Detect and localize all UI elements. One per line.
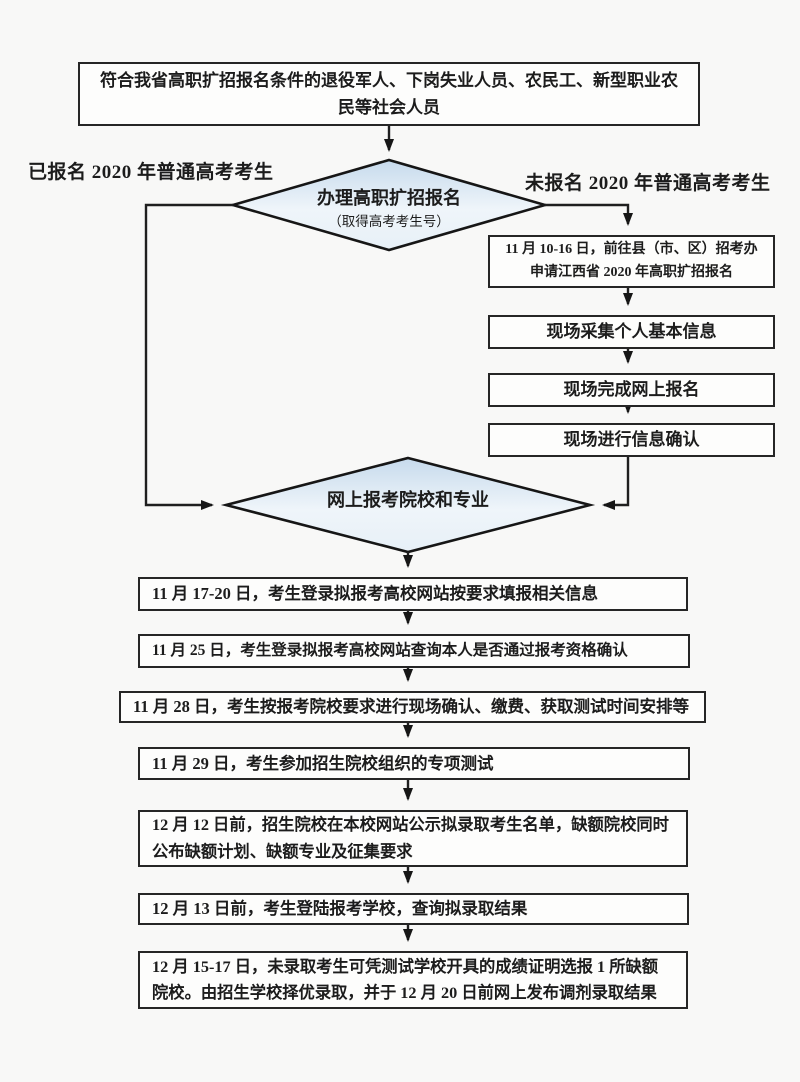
rbox4-text: 现场进行信息确认 bbox=[563, 429, 700, 449]
step3-text: 11 月 28 日，考生按报考院校要求进行现场确认、缴费、获取测试时间安排等 bbox=[133, 697, 689, 717]
node-step-adjustment-admission-dec15-17: 12 月 15-17 日，未录取考生可凭测试学校开具的成绩证明选报 1 所缺额院… bbox=[138, 951, 688, 1009]
node-step-check-qualification-nov25: 11 月 25 日，考生登录拟报考高校网站查询本人是否通过报考资格确认 bbox=[138, 634, 690, 668]
decision1-title: 办理高职扩招报名 bbox=[317, 188, 461, 208]
node-onsite-collect-info: 现场采集个人基本信息 bbox=[488, 315, 775, 349]
node-step-special-test-nov29: 11 月 29 日，考生参加招生院校组织的专项测试 bbox=[138, 747, 690, 780]
arrow-right-branch-to-box1 bbox=[545, 203, 633, 226]
node-apply-at-admission-office: 11 月 10-16 日，前往县（市、区）招考办申请江西省 2020 年高职扩招… bbox=[488, 235, 775, 288]
step2-text: 11 月 25 日，考生登录拟报考高校网站查询本人是否通过报考资格确认 bbox=[152, 641, 628, 659]
arrow-left-branch-to-decision2 bbox=[144, 203, 233, 510]
start-box-text: 符合我省高职扩招报名条件的退役军人、下岗失业人员、农民工、新型职业农民等社会人员 bbox=[100, 70, 678, 117]
decision1-subtitle: （取得高考考生号） bbox=[328, 214, 450, 229]
step4-text: 11 月 29 日，考生参加招生院校组织的专项测试 bbox=[152, 753, 494, 773]
step5-text: 12 月 12 日前，招生院校在本校网站公示拟录取考生名单，缺额院校同时公布缺额… bbox=[152, 815, 669, 861]
step6-text: 12 月 13 日前，考生登陆报考学校，查询拟录取结果 bbox=[152, 899, 528, 919]
decision1-diamond bbox=[228, 158, 550, 252]
node-step-fill-info-nov17-20: 11 月 17-20 日，考生登录拟报考高校网站按要求填报相关信息 bbox=[138, 577, 688, 611]
step1-text: 11 月 17-20 日，考生登录拟报考高校网站按要求填报相关信息 bbox=[152, 584, 598, 604]
node-onsite-online-registration: 现场完成网上报名 bbox=[488, 373, 775, 407]
arrow-rbox4-to-decision2 bbox=[602, 457, 630, 510]
rbox2-text: 现场采集个人基本信息 bbox=[546, 321, 717, 341]
node-step-check-result-dec13: 12 月 13 日前，考生登陆报考学校，查询拟录取结果 bbox=[138, 893, 689, 925]
node-step-publish-admission-list-dec12: 12 月 12 日前，招生院校在本校网站公示拟录取考生名单，缺额院校同时公布缺额… bbox=[138, 810, 688, 867]
node-start-eligible-people: 符合我省高职扩招报名条件的退役军人、下岗失业人员、农民工、新型职业农民等社会人员 bbox=[78, 62, 700, 126]
rbox3-text: 现场完成网上报名 bbox=[563, 379, 700, 399]
decision2-title: 网上报考院校和专业 bbox=[327, 490, 489, 510]
node-step-onsite-confirm-pay-nov28: 11 月 28 日，考生按报考院校要求进行现场确认、缴费、获取测试时间安排等 bbox=[119, 691, 706, 723]
step7-text: 12 月 15-17 日，未录取考生可凭测试学校开具的成绩证明选报 1 所缺额院… bbox=[152, 956, 659, 1002]
branch-label-already-registered: 已报名 2020 年普通高考考生 bbox=[28, 162, 274, 183]
branch-label-not-registered: 未报名 2020 年普通高考考生 bbox=[525, 173, 771, 194]
rbox1-text: 11 月 10-16 日，前往县（市、区）招考办申请江西省 2020 年高职扩招… bbox=[505, 242, 758, 280]
node-onsite-confirm-info: 现场进行信息确认 bbox=[488, 423, 775, 457]
